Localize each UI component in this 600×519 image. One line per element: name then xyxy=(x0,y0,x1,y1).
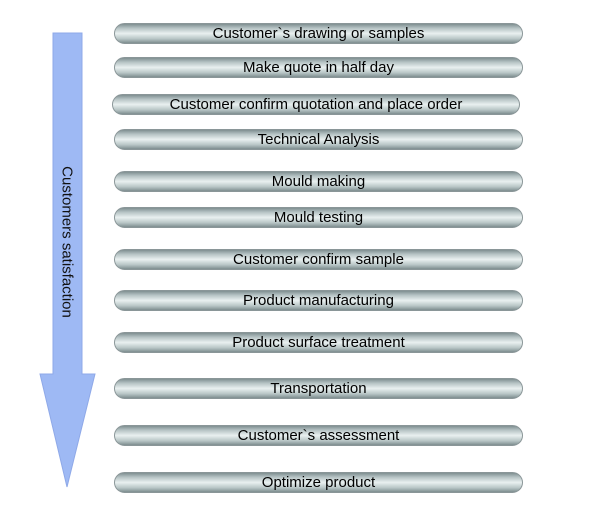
step-3: Customer confirm quotation and place ord… xyxy=(112,94,520,115)
step-7: Customer confirm sample xyxy=(114,249,523,270)
arrow-label-text: Customers satisfaction xyxy=(58,166,76,318)
step-5: Mould making xyxy=(114,171,523,192)
step-1: Customer`s drawing or samples xyxy=(114,23,523,44)
step-2: Make quote in half day xyxy=(114,57,523,78)
step-12: Optimize product xyxy=(114,472,523,493)
step-9: Product surface treatment xyxy=(114,332,523,353)
step-6: Mould testing xyxy=(114,207,523,228)
step-4: Technical Analysis xyxy=(114,129,523,150)
step-10: Transportation xyxy=(114,378,523,399)
step-8: Product manufacturing xyxy=(114,290,523,311)
down-arrow-icon xyxy=(39,32,96,488)
step-11: Customer`s assessment xyxy=(114,425,523,446)
